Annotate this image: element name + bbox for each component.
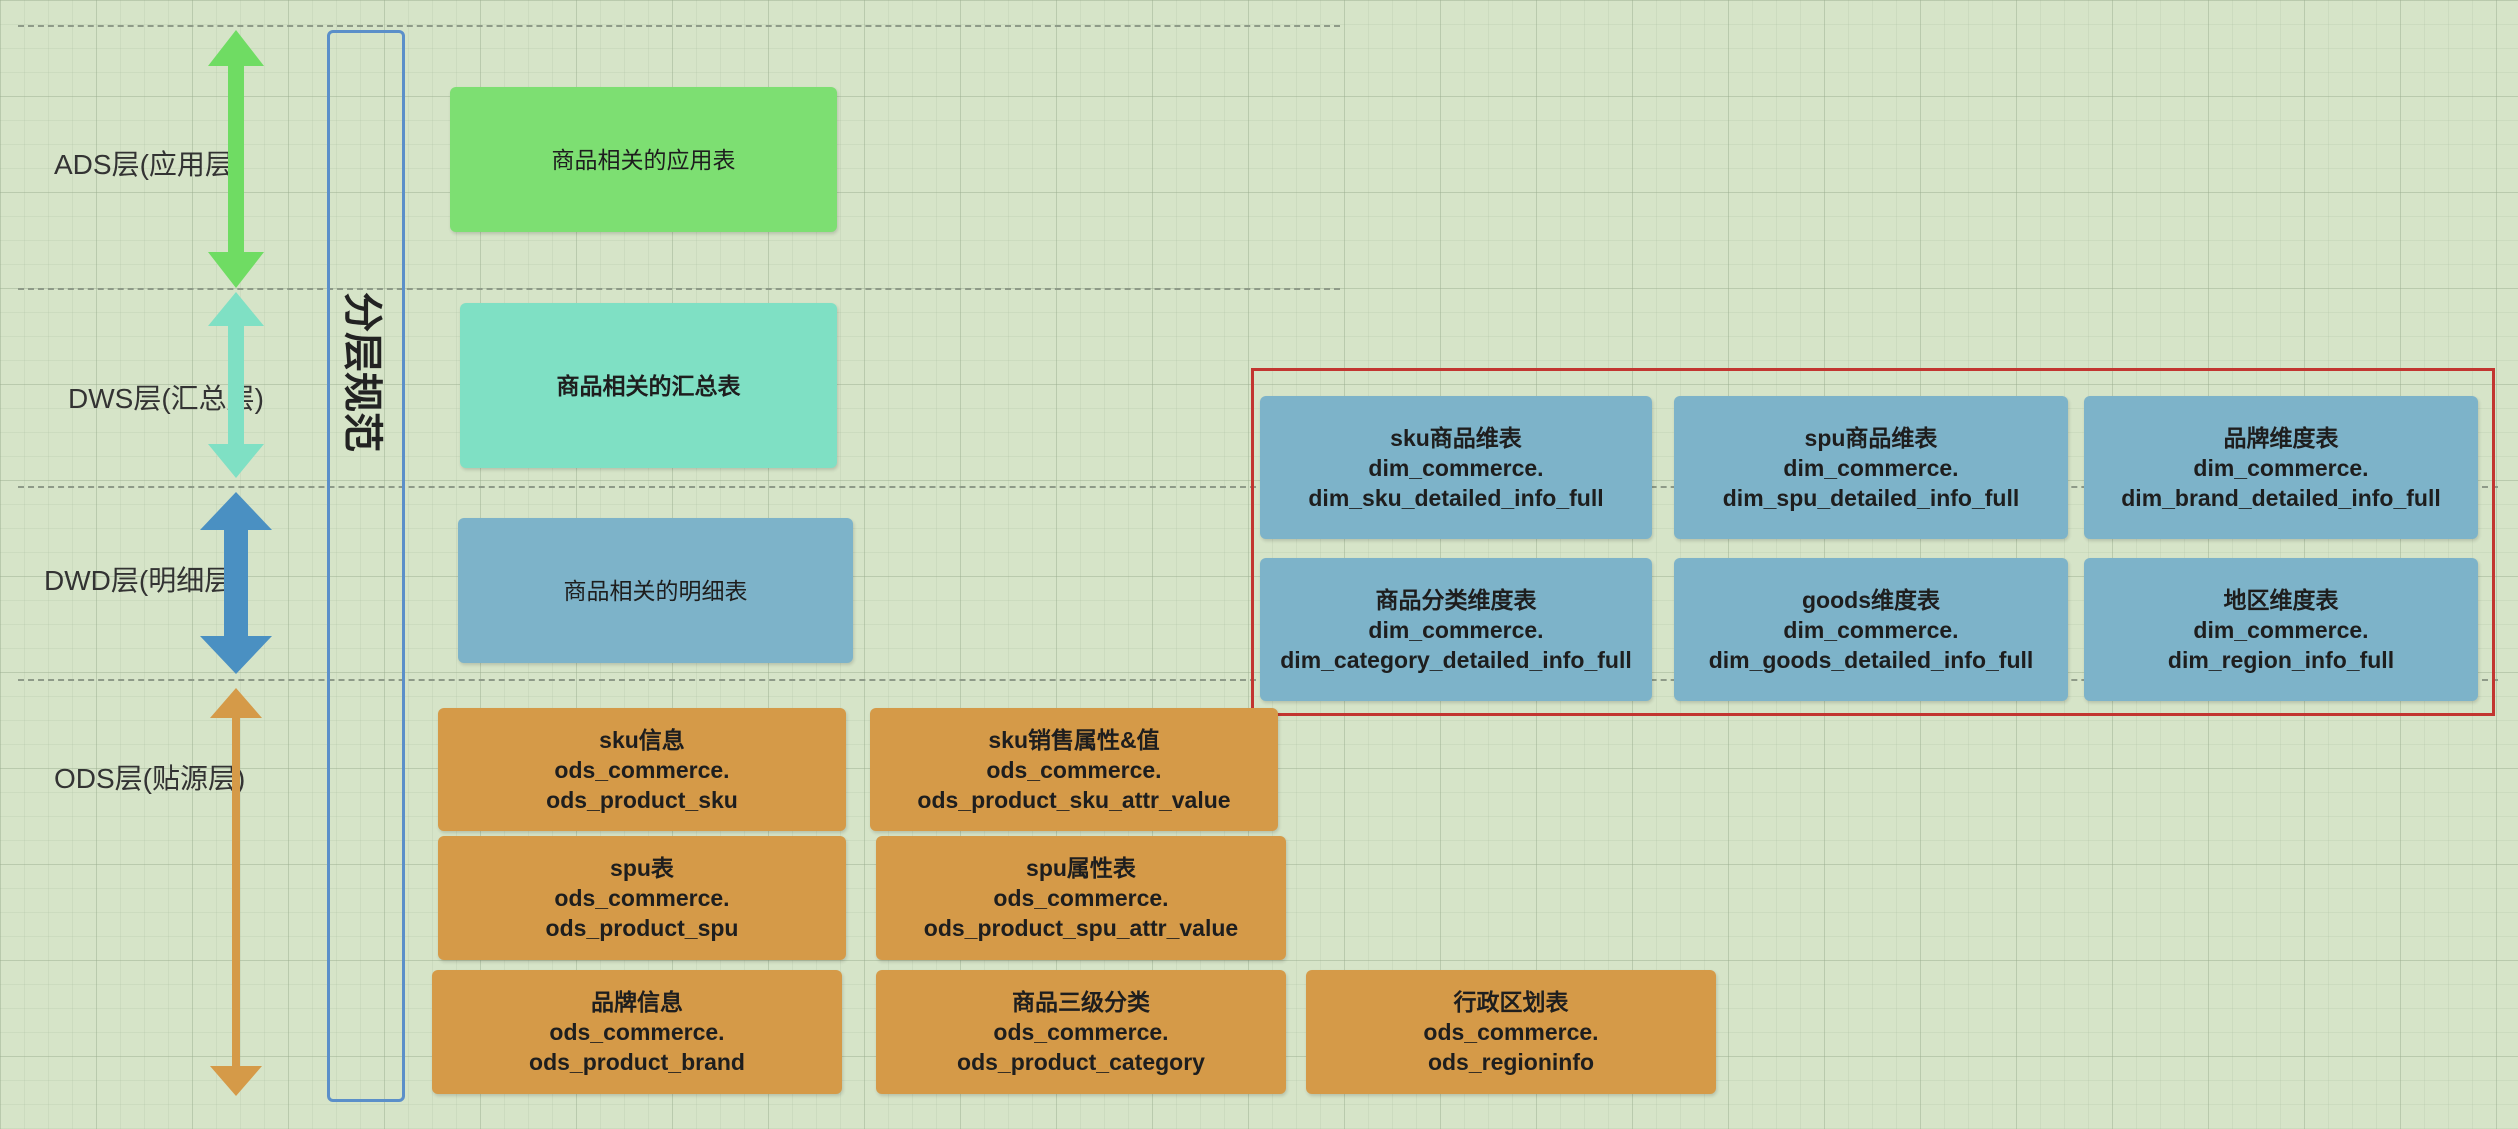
dim-brand-title: 品牌维度表 <box>2223 424 2339 451</box>
ods-double-arrow <box>210 688 262 1096</box>
ods-region-schema: ods_commerce. <box>1423 1019 1599 1045</box>
layer-label-ods: ODS层(贴源层) <box>54 763 246 794</box>
ods-sku-schema: ods_commerce. <box>554 756 730 783</box>
layer-spec-title: 分层规范 <box>340 292 384 452</box>
dim-spu-table: dim_spu_detailed_info_full <box>1722 484 2020 511</box>
dim-spu-title: spu商品维表 <box>1804 424 1938 451</box>
layer-spec-frame <box>327 30 405 1102</box>
ods-category-table: ods_product_category <box>957 1049 1205 1075</box>
dim-sku-title: sku商品维表 <box>1390 424 1522 451</box>
layer-divider-dws-dwd <box>18 486 2498 488</box>
dwd-detail-table-box: 商品相关的明细表 <box>458 518 853 663</box>
dim-region-schema: dim_commerce. <box>2193 616 2369 643</box>
dim-sku-schema: dim_commerce. <box>1368 454 1544 481</box>
dim-goods-schema: dim_commerce. <box>1783 616 1959 643</box>
dim-spu-box: spu商品维表 dim_commerce. dim_spu_detailed_i… <box>1674 396 2068 539</box>
ods-brand-title: 品牌信息 <box>591 989 683 1015</box>
dim-brand-box: 品牌维度表 dim_commerce. dim_brand_detailed_i… <box>2084 396 2478 539</box>
layer-label-ads: ADS层(应用层 <box>54 149 233 180</box>
layer-label-dwd: DWD层(明细层) <box>44 565 242 596</box>
dws-summary-table-label: 商品相关的汇总表 <box>556 372 741 399</box>
ods-sku-attr-table: ods_product_sku_attr_value <box>917 786 1231 813</box>
dim-goods-title: goods维度表 <box>1802 586 1940 613</box>
layer-divider-ads-dws <box>18 288 1340 290</box>
dim-region-box: 地区维度表 dim_commerce. dim_region_info_full <box>2084 558 2478 701</box>
layer-divider-top <box>18 25 1340 27</box>
layer-divider-dwd-ods <box>18 679 2498 681</box>
ods-brand-schema: ods_commerce. <box>549 1019 725 1045</box>
ods-spu-attr-box: spu属性表 ods_commerce. ods_product_spu_att… <box>876 836 1286 960</box>
dim-goods-box: goods维度表 dim_commerce. dim_goods_detaile… <box>1674 558 2068 701</box>
dim-brand-table: dim_brand_detailed_info_full <box>2121 484 2441 511</box>
dim-category-box: 商品分类维度表 dim_commerce. dim_category_detai… <box>1260 558 1652 701</box>
dim-brand-schema: dim_commerce. <box>2193 454 2369 481</box>
ods-spu-attr-title: spu属性表 <box>1026 855 1136 881</box>
ods-sku-attr-schema: ods_commerce. <box>986 756 1162 783</box>
ods-brand-table: ods_product_brand <box>529 1049 745 1075</box>
ads-app-table-label: 商品相关的应用表 <box>551 146 736 173</box>
dim-sku-table: dim_sku_detailed_info_full <box>1308 484 1604 511</box>
dim-sku-box: sku商品维表 dim_commerce. dim_sku_detailed_i… <box>1260 396 1652 539</box>
ods-sku-attr-title: sku销售属性&值 <box>988 726 1160 753</box>
ods-region-title: 行政区划表 <box>1453 989 1569 1015</box>
dim-spu-schema: dim_commerce. <box>1783 454 1959 481</box>
ads-app-table-box: 商品相关的应用表 <box>450 87 837 232</box>
ods-spu-title: spu表 <box>610 855 674 881</box>
ods-spu-attr-table: ods_product_spu_attr_value <box>923 915 1239 941</box>
dws-double-arrow <box>208 292 264 478</box>
dws-summary-table-box: 商品相关的汇总表 <box>460 303 837 468</box>
ods-spu-table: ods_product_spu <box>545 915 739 941</box>
ods-spu-schema: ods_commerce. <box>554 885 730 911</box>
ods-region-table: ods_regioninfo <box>1427 1049 1595 1075</box>
dim-region-title: 地区维度表 <box>2223 586 2339 613</box>
ods-sku-table: ods_product_sku <box>546 786 738 813</box>
ods-sku-box: sku信息 ods_commerce. ods_product_sku <box>438 708 846 831</box>
ods-category-title: 商品三级分类 <box>1012 989 1150 1015</box>
dim-category-table: dim_category_detailed_info_full <box>1280 646 1632 673</box>
ads-double-arrow <box>208 30 264 288</box>
ods-spu-box: spu表 ods_commerce. ods_product_spu <box>438 836 846 960</box>
ods-category-schema: ods_commerce. <box>993 1019 1169 1045</box>
ods-region-box: 行政区划表 ods_commerce. ods_regioninfo <box>1306 970 1716 1094</box>
dim-tables-highlight-frame <box>1251 368 2495 716</box>
dim-goods-table: dim_goods_detailed_info_full <box>1708 646 2034 673</box>
dim-category-title: 商品分类维度表 <box>1375 586 1537 613</box>
dwd-detail-table-label: 商品相关的明细表 <box>563 577 748 604</box>
dim-region-table: dim_region_info_full <box>2167 646 2395 673</box>
ods-sku-attr-box: sku销售属性&值 ods_commerce. ods_product_sku_… <box>870 708 1278 831</box>
ods-category-box: 商品三级分类 ods_commerce. ods_product_categor… <box>876 970 1286 1094</box>
ods-brand-box: 品牌信息 ods_commerce. ods_product_brand <box>432 970 842 1094</box>
dim-category-schema: dim_commerce. <box>1368 616 1544 643</box>
dwd-double-arrow <box>200 492 272 674</box>
ods-sku-title: sku信息 <box>599 726 685 753</box>
ods-spu-attr-schema: ods_commerce. <box>993 885 1169 911</box>
